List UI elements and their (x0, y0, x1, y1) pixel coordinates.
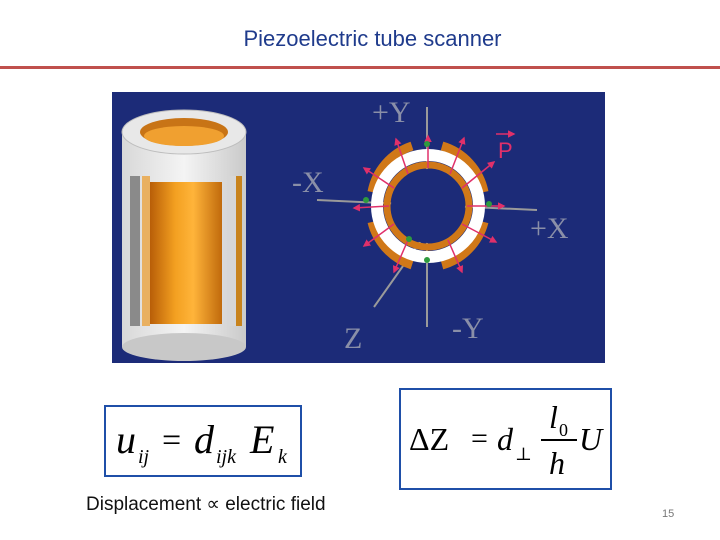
eq2-u: U (579, 421, 604, 457)
title-divider (0, 66, 720, 69)
tube-gap-left (130, 176, 140, 326)
tube-core (391, 169, 465, 243)
contact-dots (363, 141, 492, 263)
arrow-nnw (394, 137, 409, 175)
equation-piezo-tensor: u ij = d ijk E k (104, 405, 302, 477)
eq2-d: d (497, 421, 514, 457)
tube-gap-right (228, 176, 236, 326)
page-number: 15 (662, 508, 675, 520)
arrow-ne (461, 161, 496, 189)
dot-minus-x (363, 197, 369, 203)
outer-electrode-right (440, 141, 489, 194)
eq2-numerator: l (549, 399, 558, 435)
equation-2-svg: ΔZ = d ⊥ l 0 h U (409, 399, 604, 481)
dot-inner (406, 236, 412, 242)
arrow-nw (362, 167, 395, 189)
arrow-sw (362, 223, 395, 247)
dot-plus-x (486, 201, 492, 207)
label-plus-y: +Y (372, 96, 411, 129)
label-z: Z (344, 322, 362, 355)
dot-minus-y (424, 257, 430, 263)
tube-scanner-diagram: +Y -X +X -Y Z P (112, 92, 605, 363)
dot-plus-y (424, 141, 430, 147)
eq2-numerator-sub: 0 (559, 420, 568, 440)
eq2-denominator: h (549, 445, 565, 481)
label-minus-y: -Y (452, 312, 484, 345)
arrow-se (461, 223, 498, 243)
eq1-d-sub: ijk (216, 446, 237, 468)
label-p: P (498, 138, 513, 163)
arrow-nne (449, 136, 466, 175)
slide-title: Piezoelectric tube scanner (243, 26, 502, 51)
eq1-e: E (249, 417, 274, 462)
diagram-svg: +Y -X +X -Y Z P (112, 92, 605, 363)
eq1-d: d (194, 417, 215, 462)
eq2-d-sub: ⊥ (515, 444, 532, 464)
equation-1-svg: u ij = d ijk E k (116, 417, 288, 468)
electrode-front (150, 182, 222, 324)
tube-bottom (122, 333, 246, 361)
electrode-strip-right (236, 176, 242, 326)
label-plus-x: +X (530, 212, 569, 245)
electrode-strip-left (142, 176, 150, 326)
eq1-lhs-sub: ij (138, 446, 150, 468)
arrow-sse (447, 239, 464, 274)
outer-electrode-left (367, 141, 414, 193)
tube-cylinder (121, 109, 247, 361)
eq2-lhs: ΔZ (409, 421, 449, 457)
tube-inner-wall (144, 126, 224, 146)
outer-electrode-bottom-left (367, 220, 414, 270)
arrow-ssw (392, 239, 409, 274)
eq2-equals: = (471, 422, 488, 455)
eq1-equals: = (162, 422, 181, 459)
arrow-w (352, 203, 390, 212)
eq1-e-sub: k (278, 446, 288, 468)
outer-electrode-bottom-right (440, 220, 489, 270)
slide-caption: Displacement ∝ electric field (86, 494, 326, 515)
equation-z-displacement: ΔZ = d ⊥ l 0 h U (399, 388, 612, 490)
eq1-lhs: u (116, 417, 136, 462)
label-minus-x: -X (292, 166, 324, 199)
